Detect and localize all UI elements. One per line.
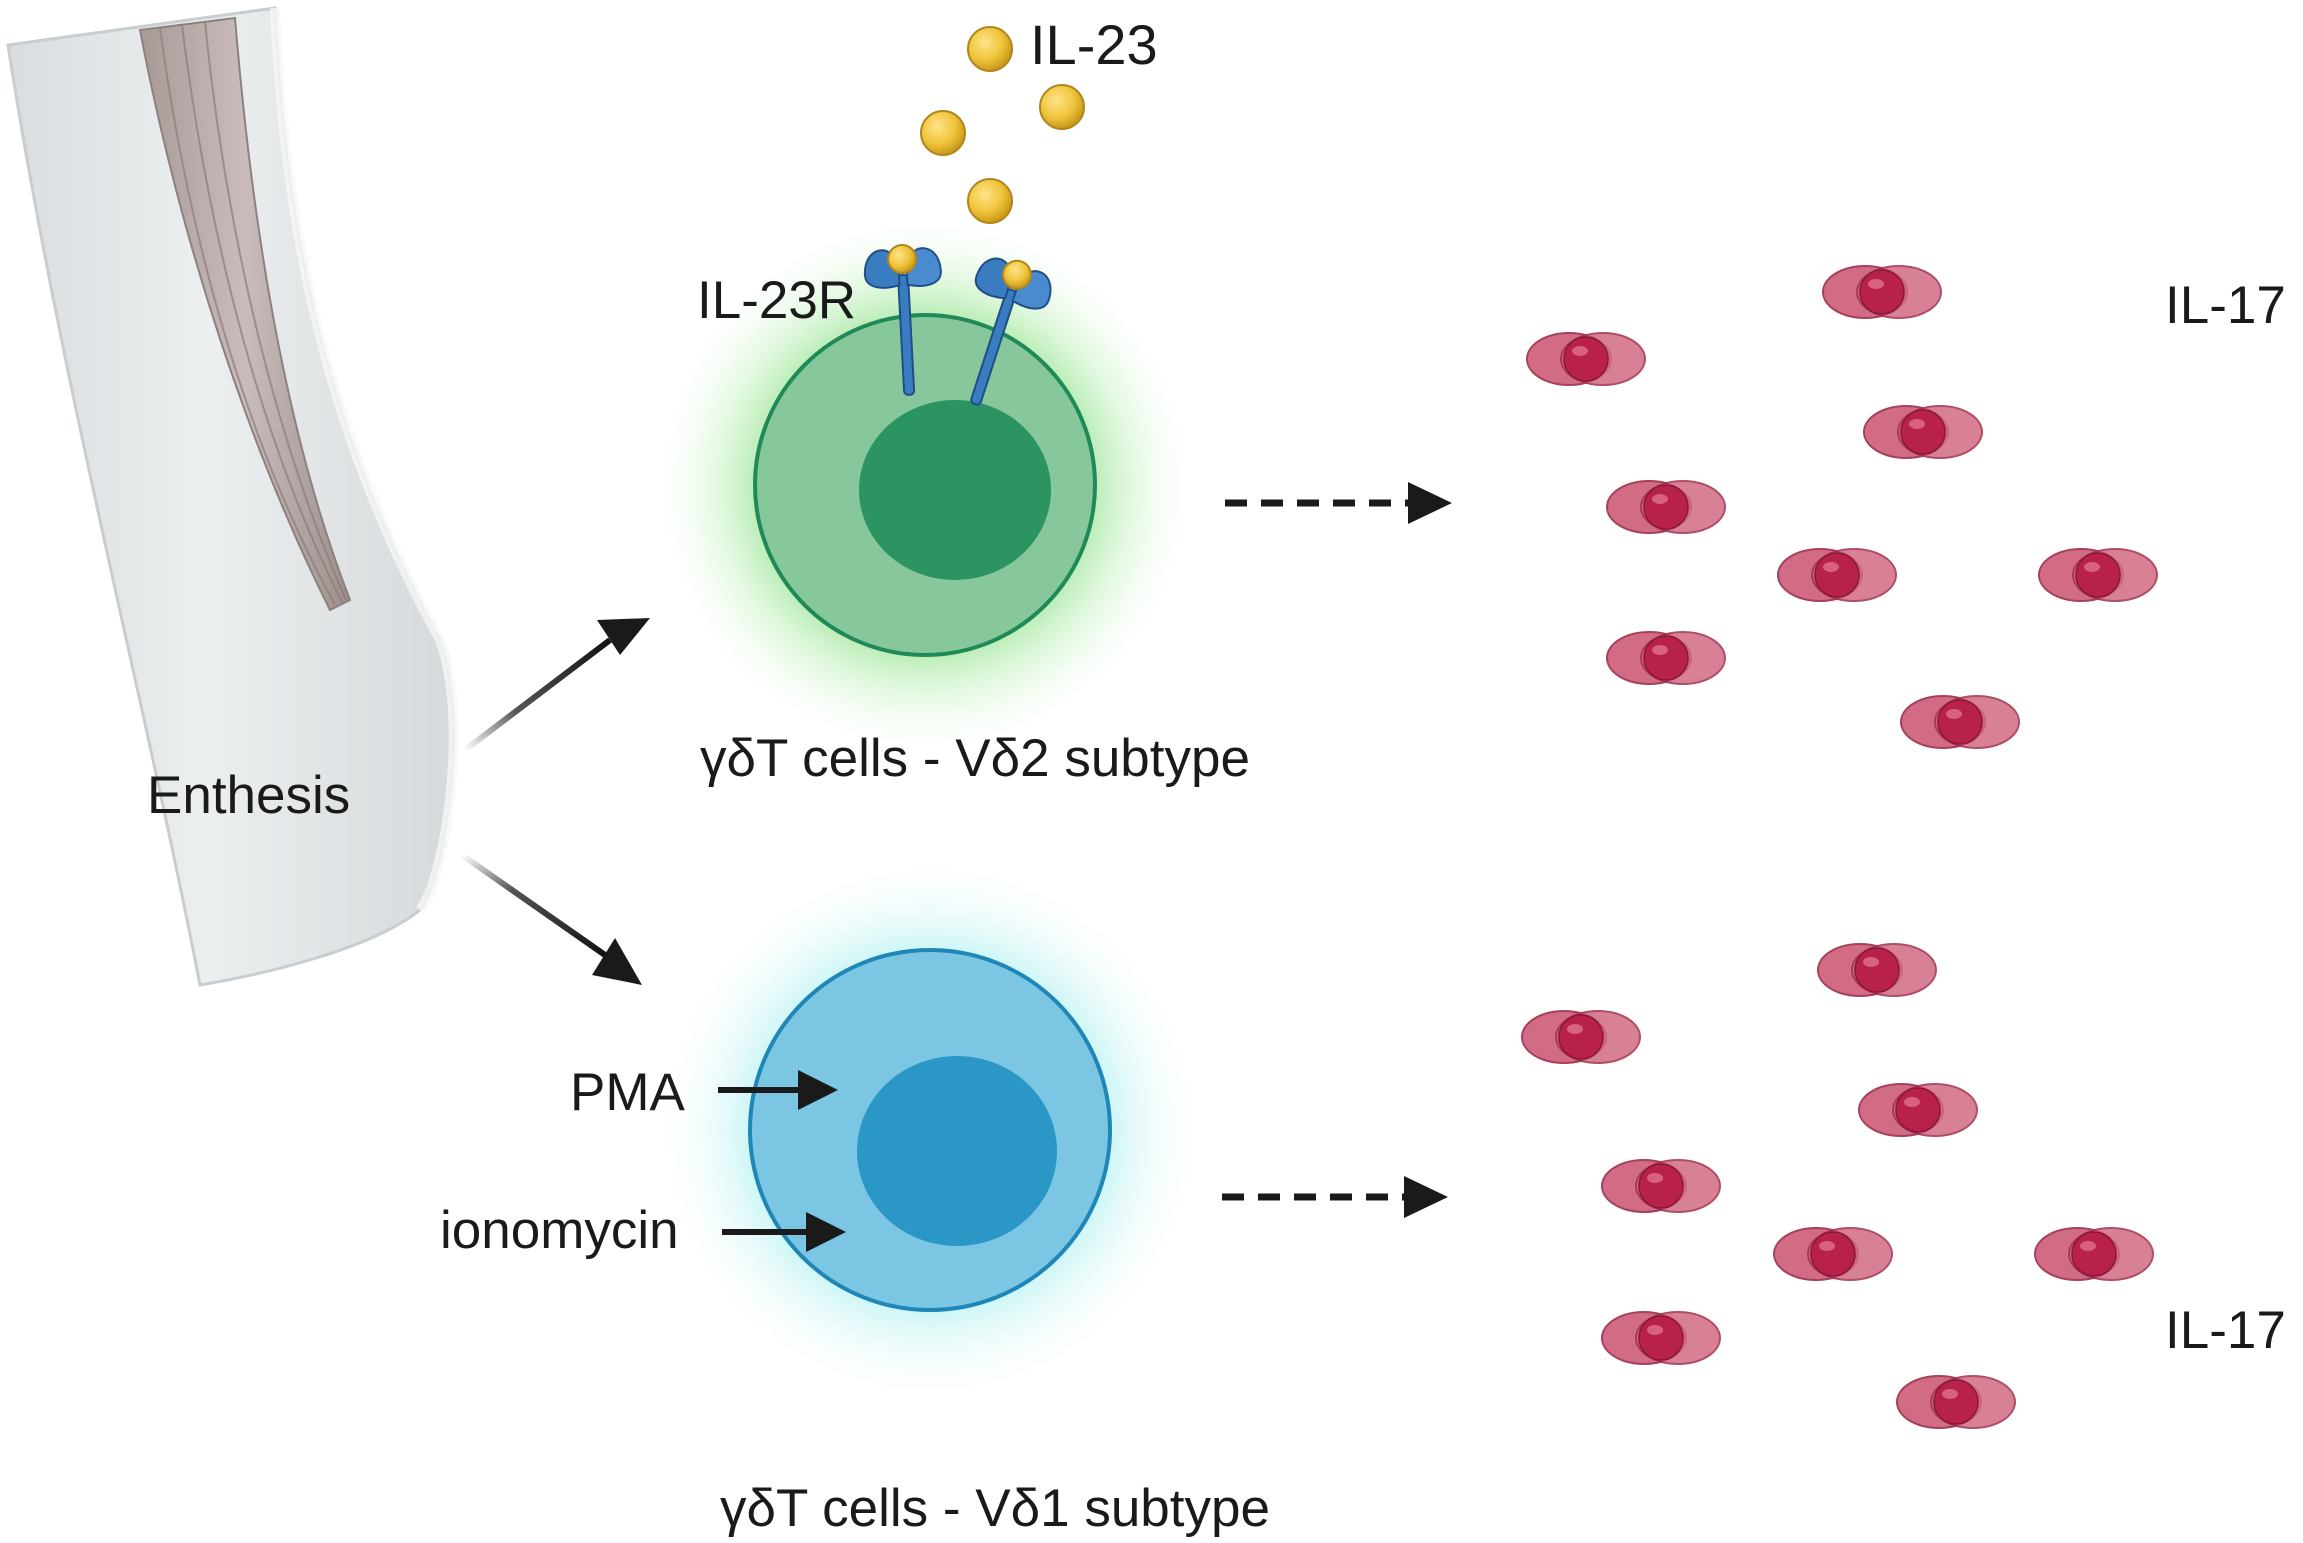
dashed-arrow-top [1225,482,1452,524]
il17-molecule-icon [1606,480,1726,534]
pma-arrow [718,1070,838,1110]
il17-molecule-icon [1521,1010,1641,1064]
il23-particle-icon [1039,84,1085,130]
pma-label: PMA [570,1063,685,1122]
il17-molecule-icon [1863,405,1983,459]
il17-molecule-icon [1777,548,1897,602]
il17-molecule-icon [1896,1375,2016,1429]
vd2-cell [650,210,1200,760]
vd2-caption: γδT cells - Vδ2 subtype [700,729,1250,788]
il23r-label: IL-23R [697,271,857,330]
il17-top-label: IL-17 [2165,276,2286,335]
il17-molecule-icon [2034,1227,2154,1281]
il17-molecule-icon [1601,1311,1721,1365]
il17-molecule-icon [1526,332,1646,386]
il23-particle-icon [967,178,1013,224]
il17-molecule-icon [1817,943,1937,997]
il17-molecule-icon [1858,1083,1978,1137]
il17-molecule-icon [1900,695,2020,749]
vd1-caption: γδT cells - Vδ1 subtype [720,1479,1270,1538]
il17-molecule-icon [1601,1159,1721,1213]
enthesis-label: Enthesis [147,766,351,825]
enthesis-tissue-icon [6,6,459,987]
il23-particle-icon [920,110,966,156]
arrow-to-vd2 [463,618,650,753]
il17-molecule-icon [1606,631,1726,685]
il17-molecule-icon [1822,265,1942,319]
il17-bottom-label: IL-17 [2165,1301,2286,1360]
il23-label: IL-23 [1030,13,1158,76]
ionomycin-arrow [722,1212,846,1252]
il17-molecule-icon [2038,548,2158,602]
il17-molecule-icon [1773,1227,1893,1281]
ionomycin-label: ionomycin [440,1201,679,1260]
il23-particle-icon [967,26,1013,72]
arrow-to-vd1 [460,852,642,985]
dashed-arrow-bottom [1222,1176,1448,1218]
vd1-cell [650,850,1210,1410]
